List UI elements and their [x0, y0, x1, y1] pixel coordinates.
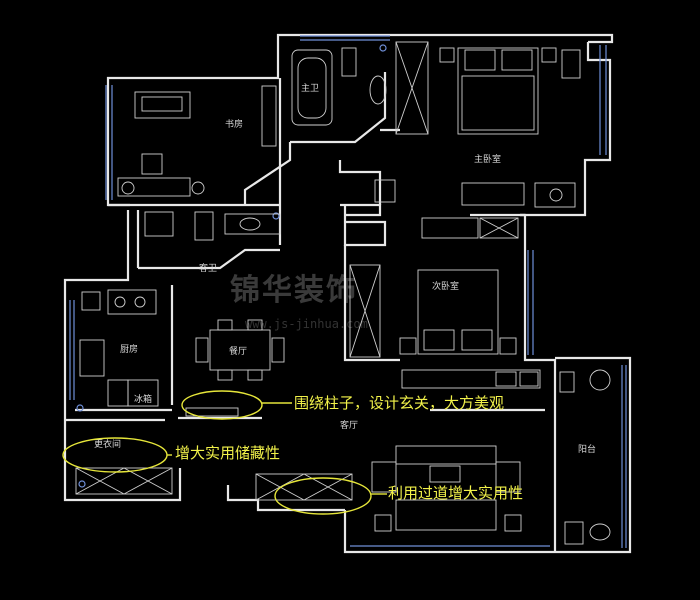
room-second-bedroom: 次卧室	[432, 280, 459, 292]
room-dining: 餐厅	[229, 345, 247, 357]
room-master-bath: 主卫	[301, 82, 319, 94]
room-cloakroom: 更衣间	[94, 438, 121, 450]
annotation-ellipse-entry	[181, 390, 263, 420]
room-labels: 主卫 书房 主卧室 客卫 次卧室 厨房 餐厅 冰箱 客厅 阳台 更衣间	[94, 82, 596, 455]
annotation-storage: 增大实用储藏性	[175, 444, 280, 462]
walls	[63, 33, 632, 554]
room-balcony: 阳台	[578, 443, 596, 455]
annotation-entry: 围绕柱子，设计玄关，大方美观	[294, 394, 504, 412]
annotation-ellipse-corridor	[274, 477, 372, 515]
room-kitchen: 厨房	[120, 343, 138, 355]
watermark: 锦华装饰 www.js-jinhua.com	[230, 273, 368, 331]
room-study: 书房	[225, 118, 243, 130]
room-master-bedroom: 主卧室	[474, 153, 501, 165]
watermark-brand: 锦华装饰	[230, 273, 358, 308]
annotations: 围绕柱子，设计玄关，大方美观 增大实用储藏性 利用过道增大实用性	[62, 390, 523, 515]
room-fridge: 冰箱	[134, 393, 152, 405]
room-living: 客厅	[340, 419, 358, 431]
windows	[69, 35, 627, 548]
annotation-corridor: 利用过道增大实用性	[388, 484, 523, 502]
watermark-url: www.js-jinhua.com	[245, 317, 368, 331]
room-guest-bath: 客卫	[199, 262, 217, 274]
